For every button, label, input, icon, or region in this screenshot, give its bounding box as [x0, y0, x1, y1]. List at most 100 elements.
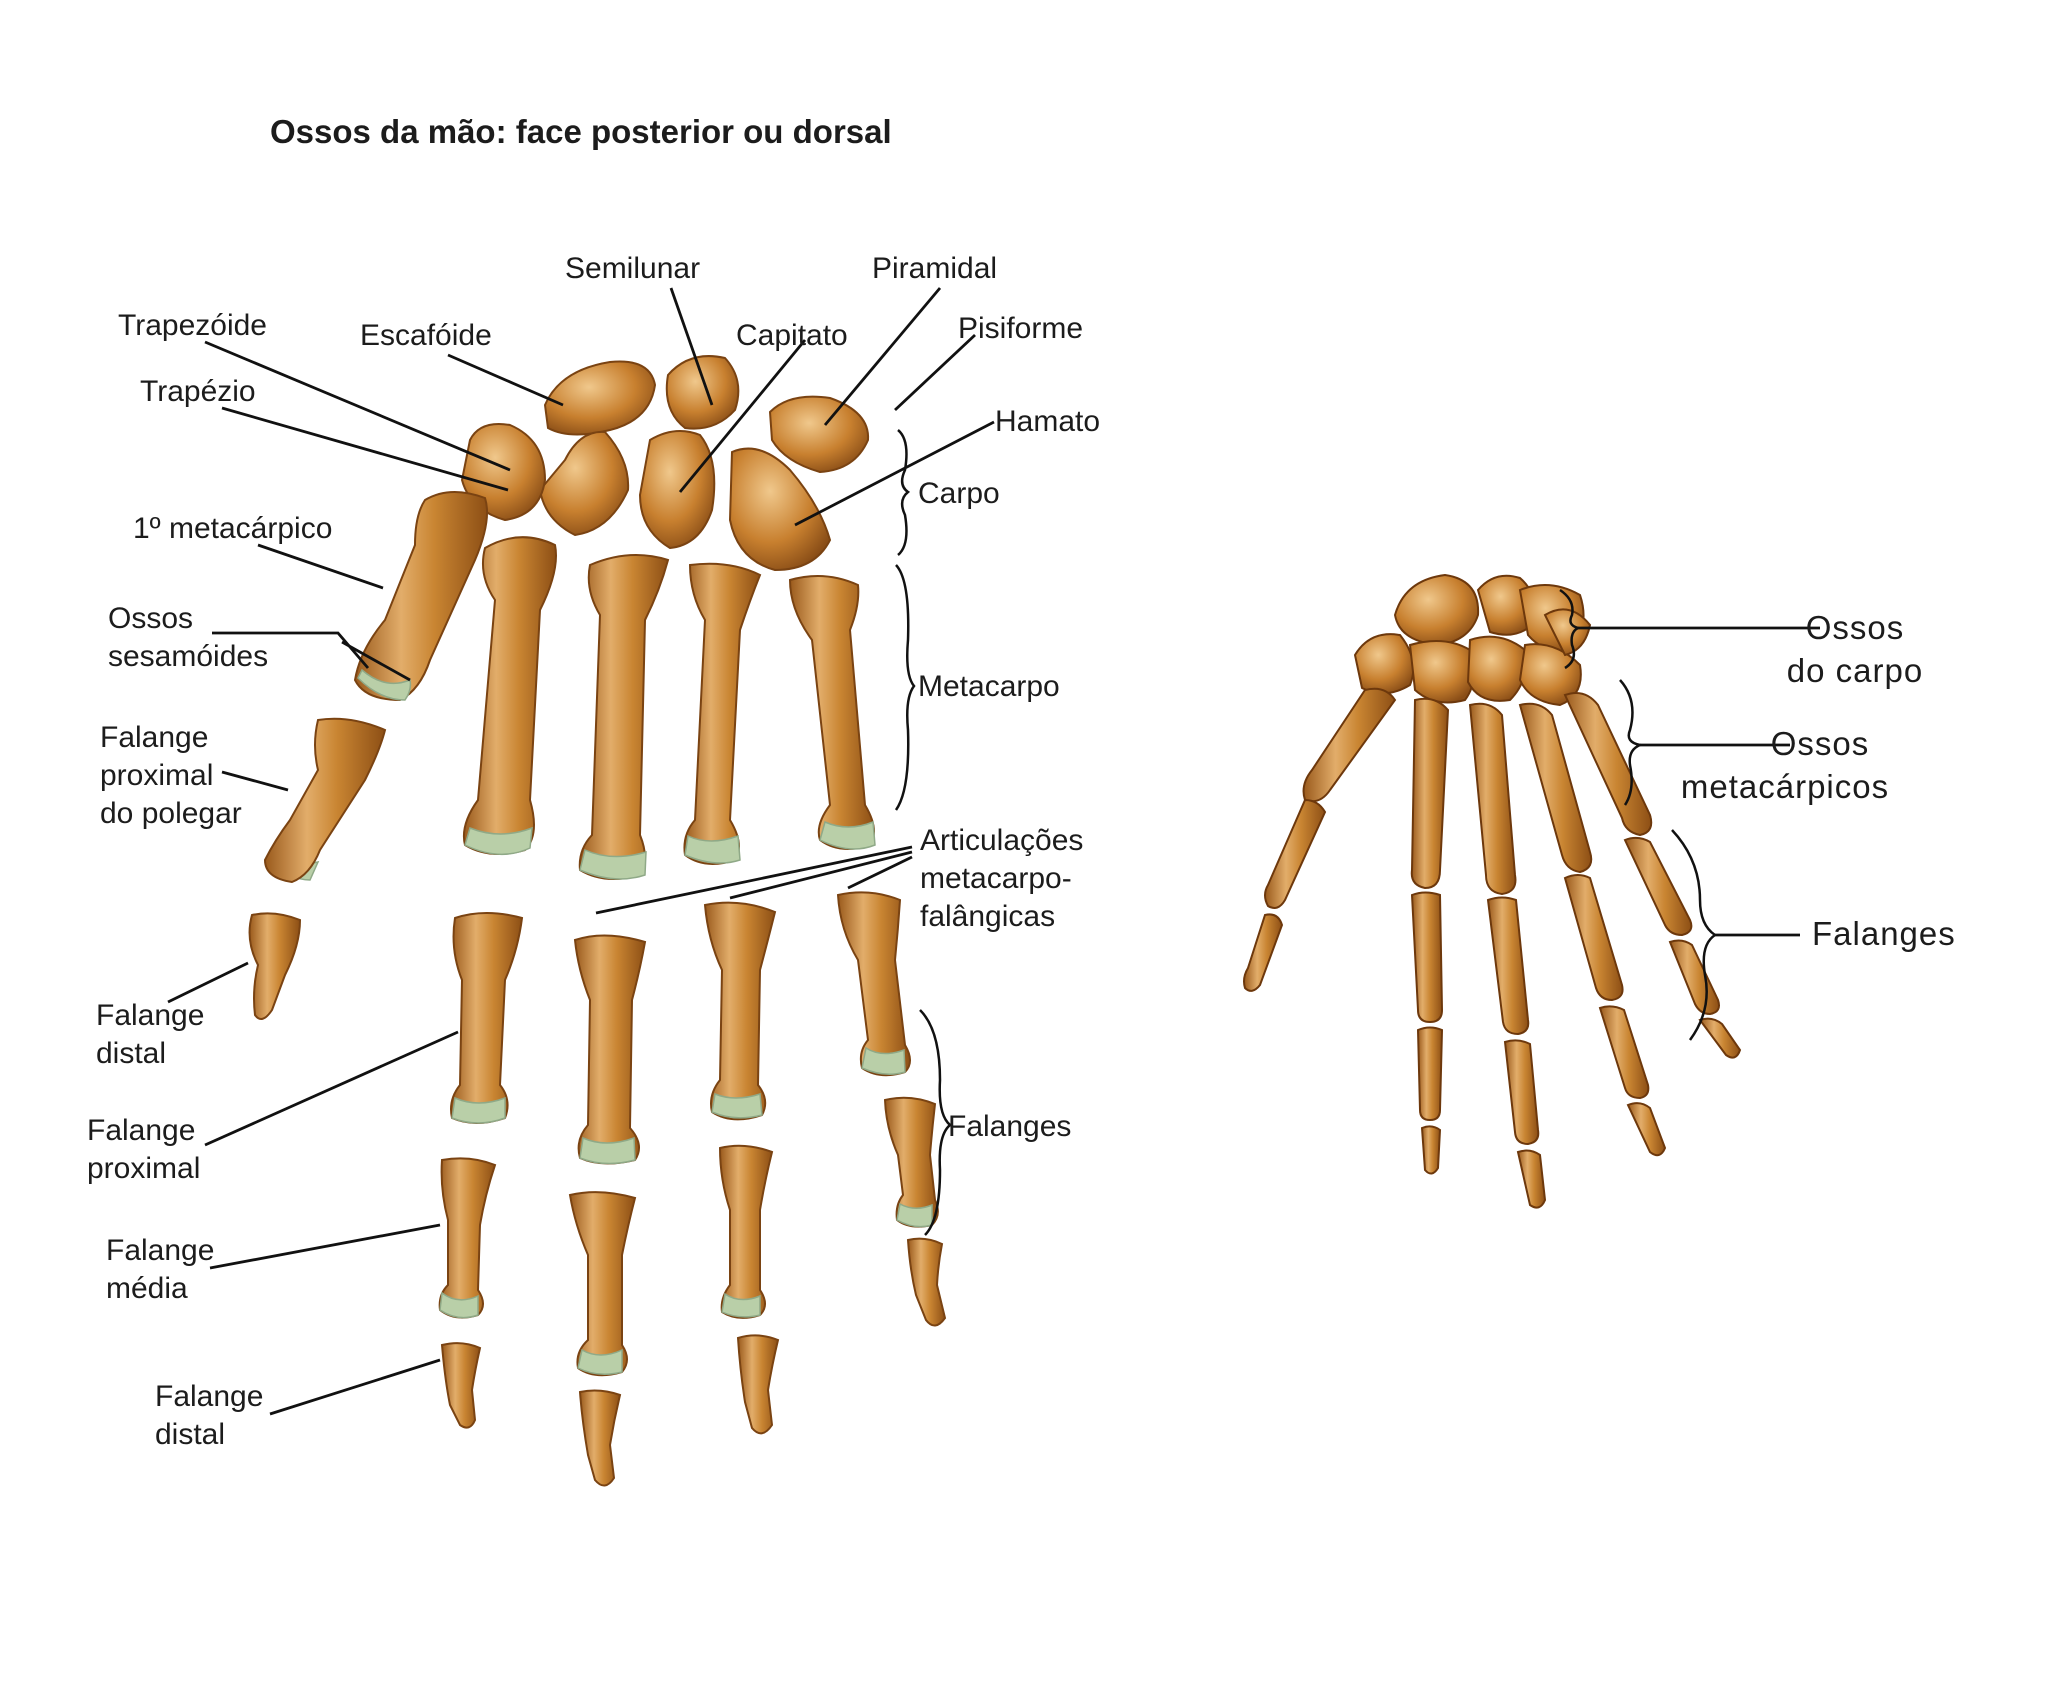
metacarpal-5 [788, 575, 875, 850]
index-prox-cap [451, 1096, 506, 1124]
articulacoes-leader-1 [595, 845, 913, 915]
fp-line-1: Falange [87, 1114, 196, 1147]
fm-line-2: média [106, 1272, 188, 1305]
right-thumb-dist [1243, 913, 1284, 992]
fpp-line-1: Falange [100, 721, 209, 754]
falange-media-leader [209, 1223, 441, 1270]
figure-title: Ossos da mão: face posterior ou dorsal [270, 113, 892, 150]
semilunar-bone [665, 355, 740, 430]
mc4-cap [684, 834, 741, 864]
index-mid-cap [439, 1291, 479, 1319]
falange-proximal-polegar-label: Falange proximal do polegar [100, 719, 242, 833]
right-mc1 [1302, 687, 1397, 803]
fpp-line-3: do polegar [100, 797, 242, 830]
trapezio-label: Trapézio [140, 375, 256, 408]
fp-line-2: proximal [87, 1152, 201, 1185]
falange-media-label: Falange média [106, 1232, 214, 1308]
little-mid-cap [896, 1202, 933, 1228]
finger-phalanges [438, 891, 947, 1487]
right-little-dist [1698, 1017, 1742, 1059]
right-index-prox [1410, 891, 1444, 1024]
right-carpal-5 [1408, 640, 1475, 704]
middle-prox-cap [579, 1136, 636, 1165]
oc-line-2: do carpo [1786, 652, 1924, 689]
capitato-leader [678, 339, 807, 493]
falanges-brace [919, 1009, 952, 1236]
articulacoes-leader-2 [729, 850, 913, 900]
middle-middle [568, 1191, 637, 1377]
hamato-bone [728, 447, 832, 572]
right-metacarpals [1302, 687, 1653, 896]
right-ring-mid [1598, 1005, 1650, 1100]
escafoide-bone [543, 360, 657, 436]
trapezoide-label: Trapezóide [118, 309, 267, 342]
metacarpal-1 [353, 490, 488, 702]
mc1-cap [357, 668, 412, 701]
capitato-label: Capitato [736, 319, 848, 352]
right-carpal-1 [1393, 573, 1480, 647]
metacarpico1-label: 1º metacárpico [133, 512, 333, 545]
falange-proximal-leader [204, 1030, 459, 1147]
mc5-cap [819, 820, 876, 850]
ossos-carpo-label: Ossos do carpo [1775, 606, 1935, 692]
thumb-distal-phalanx [248, 912, 302, 1020]
ring-mid-cap [721, 1292, 761, 1318]
ring-distal [736, 1334, 780, 1435]
right-little-prox [1623, 836, 1693, 937]
ossos-metacarpicos-label: Ossos metacárpicos [1670, 722, 1900, 808]
pisiforme-label: Pisiforme [958, 312, 1084, 345]
metacarpal-2 [462, 536, 557, 855]
right-thumb-prox [1264, 798, 1327, 909]
mc3-cap [579, 848, 647, 880]
left-leaders [167, 287, 995, 1416]
hamato-label: Hamato [995, 405, 1101, 438]
right-hand [1243, 573, 1742, 1209]
om-line-1: Ossos [1770, 725, 1870, 762]
piramidal-leader [823, 287, 942, 426]
art-line-2: metacarpo- [920, 862, 1072, 895]
falange-distal-leader [269, 1358, 441, 1416]
piramidal-bone [768, 395, 870, 474]
falanges-label: Falanges [948, 1110, 1072, 1143]
thumb-phalanges [248, 717, 387, 1020]
right-ring-dist [1626, 1102, 1667, 1157]
right-carpal-6 [1466, 635, 1527, 702]
right-carpal-8 [1543, 608, 1592, 657]
sesamoides-leader-2 [341, 640, 411, 682]
falange-proximal-label: Falange proximal [87, 1112, 200, 1188]
trapezoide-leader [204, 340, 511, 472]
phalanx-caps [439, 1046, 933, 1375]
metacarpo-label: Metacarpo [918, 670, 1060, 703]
little-prox-cap [861, 1046, 906, 1075]
sesamoides-leader [212, 631, 370, 669]
ring-middle [718, 1144, 774, 1319]
trapezoide-bone [538, 430, 630, 537]
articulacoes-leader-3 [847, 855, 913, 890]
index-proximal [450, 912, 524, 1124]
capitato-bone [638, 430, 716, 550]
ring-prox-cap [711, 1092, 763, 1119]
right-index-mid [1416, 1026, 1444, 1122]
oc-line-1: Ossos [1805, 609, 1905, 646]
right-ring-prox [1563, 874, 1624, 1002]
semilunar-label: Semilunar [565, 252, 701, 285]
falange-distal-label: Falange distal [155, 1378, 263, 1454]
index-distal [440, 1342, 482, 1429]
fd-line-2: distal [155, 1418, 226, 1451]
metacarpico1-leader [257, 543, 384, 590]
left-braces [894, 429, 952, 1236]
fdp-line-1: Falange [96, 999, 205, 1032]
metacarpal-4 [683, 562, 762, 865]
index-middle [438, 1157, 497, 1319]
sesamoides-line-2: sesamóides [108, 640, 269, 673]
right-mc3 [1468, 702, 1517, 896]
sesamoides-label: Ossos sesamóides [108, 600, 268, 676]
right-mc2 [1410, 697, 1450, 890]
om-line-2: metacárpicos [1680, 768, 1890, 805]
middle-mid-cap [577, 1348, 623, 1375]
right-phalanges [1243, 798, 1742, 1209]
right-falanges-label: Falanges [1812, 915, 1956, 952]
right-middle-prox [1486, 896, 1530, 1036]
fdp-line-2: distal [96, 1037, 167, 1070]
